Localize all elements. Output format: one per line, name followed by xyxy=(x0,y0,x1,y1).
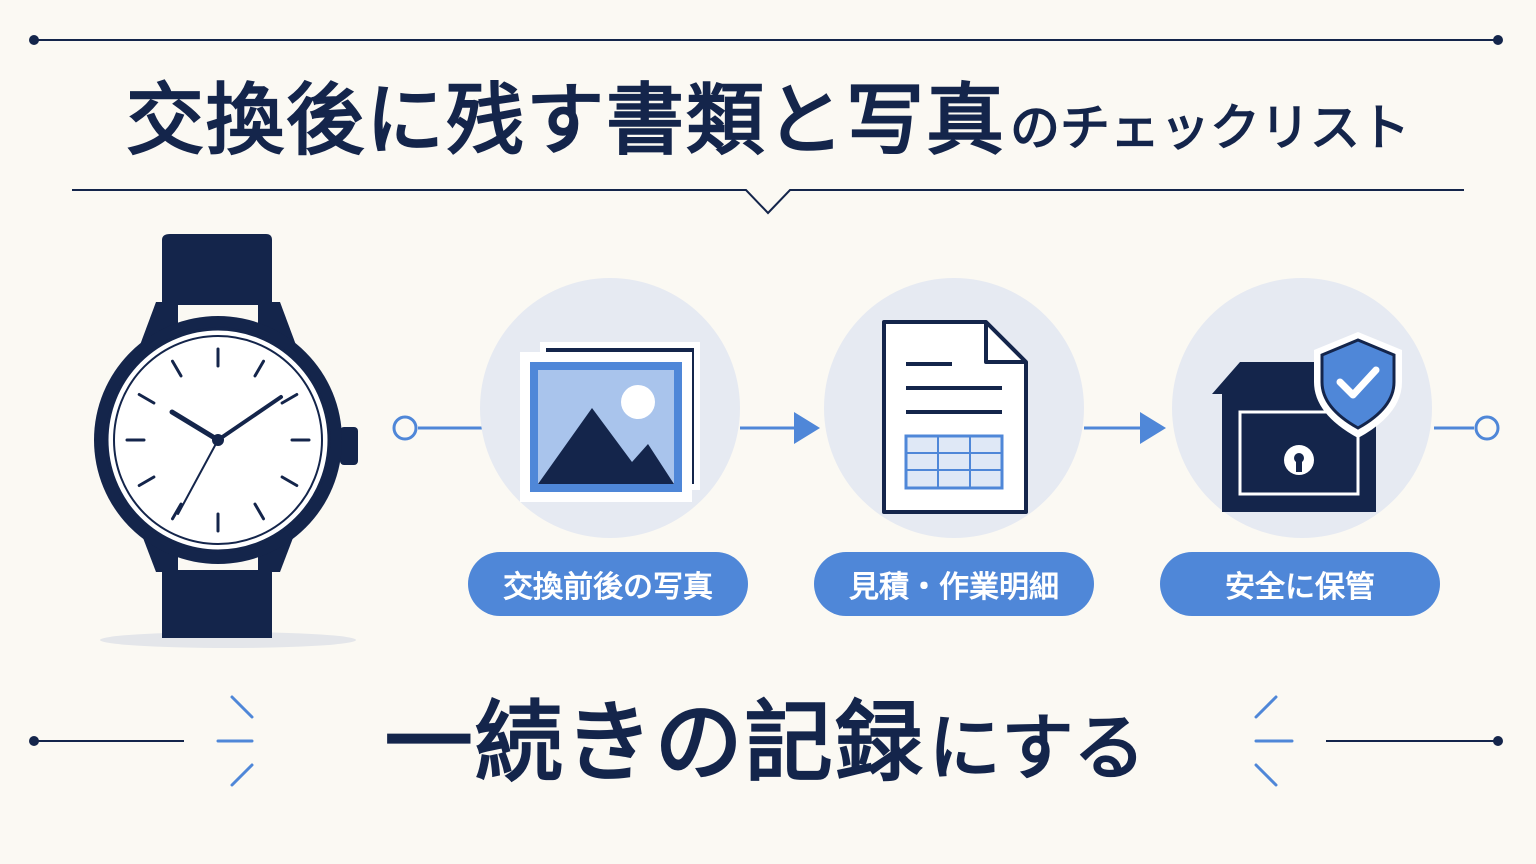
step-label-photos: 交換前後の写真 xyxy=(468,552,748,616)
step-label-storage: 安全に保管 xyxy=(1160,552,1440,616)
document-icon xyxy=(882,320,1028,514)
wristwatch-icon xyxy=(94,234,358,648)
arrow-right-icon xyxy=(794,412,820,444)
title-sub: のチェックリスト xyxy=(1010,99,1410,157)
photo-icon xyxy=(520,342,700,502)
arrow-right-icon xyxy=(1140,412,1166,444)
footer-main: 一続きの記録 xyxy=(384,691,925,794)
title-divider xyxy=(72,189,1464,215)
step-label-estimate: 見積・作業明細 xyxy=(814,552,1094,616)
bottom-rule xyxy=(29,695,1503,787)
footer-statement: 一続きの記録 にする xyxy=(300,688,1230,798)
title-main: 交換後に残す書類と写真 xyxy=(125,76,1006,166)
page-title: 交換後に残す書類と写真 のチェックリスト xyxy=(40,66,1496,176)
footer-sub: にする xyxy=(928,706,1146,790)
shield-check-icon xyxy=(1314,332,1402,438)
flow-connector xyxy=(392,412,1500,444)
top-rule xyxy=(29,35,1503,45)
